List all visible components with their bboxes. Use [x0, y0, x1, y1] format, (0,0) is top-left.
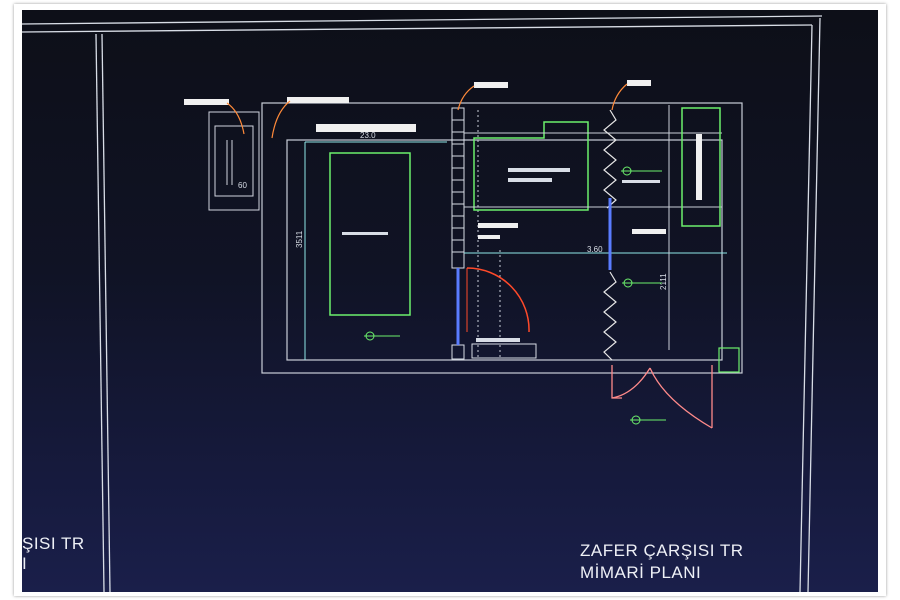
title-block-right: ZAFER ÇARŞISI TR MİMARİ PLANI [580, 540, 744, 584]
annotation-labels [184, 80, 666, 342]
dim-small-box: 60 [238, 181, 247, 190]
zigzag-wall-icon [603, 109, 617, 209]
dim-mid-span: 3.60 [587, 245, 603, 254]
left-room-outline [329, 152, 411, 316]
title-left-line2: I [22, 554, 28, 573]
right-room-outline [473, 121, 589, 211]
building-outline [261, 102, 743, 374]
right-cabinet [681, 107, 721, 227]
title-left-line1: ŞISI TR [22, 534, 85, 553]
cad-drawing: 60 23.0 3511 3.60 [22, 15, 823, 592]
sheet-border [22, 15, 823, 592]
leader-lines [226, 83, 628, 139]
dim-right-height: 2111 [659, 273, 668, 290]
title-right-line2: MİMARİ PLANI [580, 563, 702, 582]
cad-monitor-screen: 60 23.0 3511 3.60 [22, 10, 878, 592]
dim-left-height: 3511 [295, 230, 304, 248]
double-door [611, 365, 713, 429]
title-block-left: ŞISI TR I [22, 534, 85, 574]
small-room [208, 111, 260, 211]
title-right-line1: ZAFER ÇARŞISI TR [580, 541, 744, 560]
dim-top-width: 23.0 [360, 131, 376, 140]
door-swing-icon [466, 267, 530, 333]
level-marker-icon [364, 166, 666, 425]
